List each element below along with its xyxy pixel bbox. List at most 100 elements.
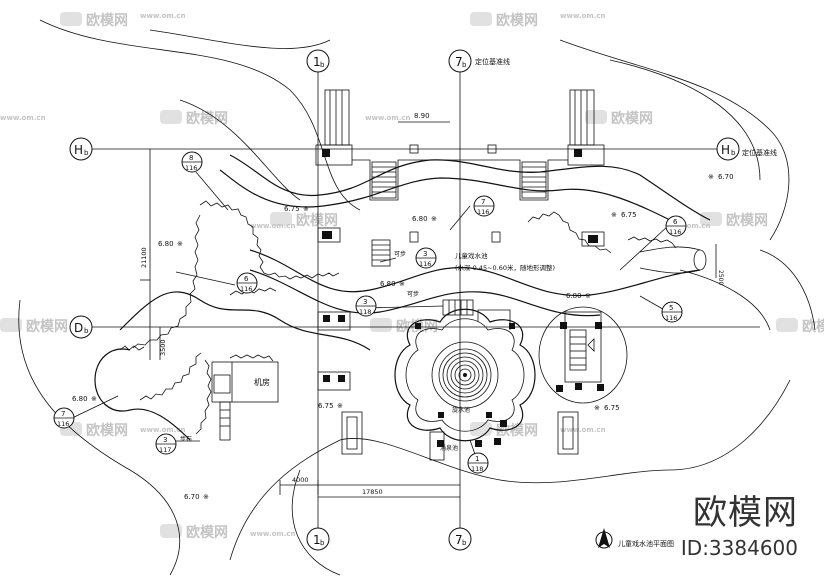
watermark-brand: 欧模网 bbox=[693, 493, 798, 533]
svg-text:b: b bbox=[462, 539, 467, 547]
svg-text:欧模网: 欧模网 bbox=[611, 110, 653, 127]
svg-text:欧模网: 欧模网 bbox=[86, 12, 128, 29]
entrance-structure: 8.90 bbox=[315, 89, 605, 201]
svg-text:www.om.cn: www.om.cn bbox=[140, 426, 186, 434]
svg-text:21100: 21100 bbox=[140, 247, 148, 268]
svg-text:※: ※ bbox=[585, 292, 591, 300]
svg-text:机房: 机房 bbox=[254, 377, 270, 387]
axis-bubble-1-bottom: 1 b bbox=[306, 527, 330, 551]
svg-text:b: b bbox=[731, 149, 736, 157]
svg-text:6.75: 6.75 bbox=[284, 205, 300, 213]
stair-left bbox=[371, 161, 397, 199]
axis-bubble-7-top: 7 b bbox=[448, 49, 472, 73]
svg-text:www.om.cn: www.om.cn bbox=[560, 12, 606, 20]
svg-text:6.75: 6.75 bbox=[604, 404, 620, 412]
svg-text:※: ※ bbox=[337, 402, 343, 410]
svg-text:1: 1 bbox=[475, 455, 479, 463]
dimension-labels: 21100 3500 4000 17850 bbox=[140, 247, 460, 498]
svg-text:116: 116 bbox=[185, 164, 197, 172]
svg-text:欧模网: 欧模网 bbox=[496, 12, 538, 29]
svg-text:D: D bbox=[74, 321, 83, 335]
svg-text:www.om.cn: www.om.cn bbox=[0, 114, 46, 122]
svg-text:www.om.cn: www.om.cn bbox=[140, 12, 186, 20]
svg-text:3: 3 bbox=[363, 298, 367, 306]
svg-text:7: 7 bbox=[61, 410, 65, 418]
fountain-plaza: 旋水池 涌泉池 bbox=[394, 308, 536, 461]
grid-axis-lines bbox=[92, 72, 760, 528]
svg-text:b: b bbox=[462, 61, 467, 69]
svg-text:b: b bbox=[84, 149, 89, 157]
svg-text:※: ※ bbox=[303, 205, 309, 213]
svg-text:可步: 可步 bbox=[407, 290, 419, 298]
watermark-id: ID:3384600 bbox=[680, 536, 798, 560]
svg-text:117: 117 bbox=[159, 446, 171, 454]
north-arrow-icon bbox=[595, 528, 613, 549]
svg-text:6.75: 6.75 bbox=[621, 211, 637, 219]
svg-text:3: 3 bbox=[163, 436, 167, 444]
svg-text:116: 116 bbox=[669, 228, 681, 236]
svg-text:6.80: 6.80 bbox=[72, 395, 88, 403]
watermark-logo: 欧模网 ID:3384600 bbox=[681, 485, 798, 560]
svg-text:※: ※ bbox=[431, 215, 437, 223]
svg-text:6.70: 6.70 bbox=[718, 173, 734, 181]
svg-text:2500: 2500 bbox=[717, 270, 724, 285]
svg-text:6.80: 6.80 bbox=[158, 240, 174, 248]
svg-text:6.75: 6.75 bbox=[318, 402, 334, 410]
pool-name: 儿童戏水池 bbox=[455, 251, 488, 260]
svg-text:旋水池: 旋水池 bbox=[452, 406, 470, 414]
svg-text:116: 116 bbox=[419, 260, 431, 268]
svg-text:欧模网: 欧模网 bbox=[86, 422, 128, 439]
datum-label-top: 定位基准线 bbox=[475, 57, 510, 66]
svg-text:5: 5 bbox=[669, 304, 673, 312]
svg-text:※: ※ bbox=[399, 280, 405, 288]
svg-text:8: 8 bbox=[189, 154, 193, 162]
svg-text:H: H bbox=[74, 143, 83, 157]
svg-text:步石: 步石 bbox=[180, 435, 192, 443]
svg-text:116: 116 bbox=[57, 420, 69, 428]
svg-text:1: 1 bbox=[313, 55, 321, 69]
svg-text:3500: 3500 bbox=[159, 339, 167, 356]
stepping-stairs-b bbox=[442, 299, 474, 316]
svg-text:可步: 可步 bbox=[394, 250, 406, 258]
svg-text:118: 118 bbox=[359, 308, 371, 316]
svg-text:17850: 17850 bbox=[362, 488, 383, 496]
svg-text:b: b bbox=[320, 61, 325, 69]
svg-text:※: ※ bbox=[91, 395, 97, 403]
axis-bubble-d: D b bbox=[69, 315, 93, 339]
outlet-channel: 2500 bbox=[639, 244, 724, 285]
svg-text:118: 118 bbox=[471, 465, 483, 473]
watermark-layer: 欧模网 欧模网 欧模网 欧模网 欧模网 欧模网 欧模网 欧模网 欧模网 欧模网 … bbox=[0, 12, 824, 541]
svg-text:116: 116 bbox=[665, 314, 677, 322]
svg-text:www.om.cn: www.om.cn bbox=[560, 426, 606, 434]
svg-text:H: H bbox=[721, 143, 730, 157]
svg-text:6.70: 6.70 bbox=[184, 493, 200, 501]
rockwork-edges bbox=[119, 200, 677, 435]
plan-title: 儿童戏水池平面图 bbox=[618, 539, 674, 548]
stepping-stairs-a bbox=[371, 239, 391, 267]
pump-room: 机房 步石 bbox=[180, 361, 279, 443]
svg-text:www.om.cn: www.om.cn bbox=[250, 530, 296, 538]
svg-text:1: 1 bbox=[313, 533, 321, 547]
svg-text:※: ※ bbox=[594, 404, 600, 412]
svg-text:※: ※ bbox=[708, 173, 714, 181]
pool-depth: (水深 0.45~0.60米，随地形调整) bbox=[455, 263, 555, 272]
stair-right bbox=[521, 161, 547, 199]
svg-text:6.80: 6.80 bbox=[412, 215, 428, 223]
svg-text:3: 3 bbox=[423, 250, 427, 258]
svg-text:欧模网: 欧模网 bbox=[186, 110, 228, 127]
svg-text:欧模网: 欧模网 bbox=[296, 212, 338, 229]
svg-text:6: 6 bbox=[244, 275, 249, 283]
elevation-marks: 6.75※ 6.80※ 6.75※ 6.70※ 6.80※ 6.80※ 6.80… bbox=[72, 173, 734, 501]
svg-text:4000: 4000 bbox=[292, 476, 309, 484]
svg-text:6.80: 6.80 bbox=[566, 292, 582, 300]
